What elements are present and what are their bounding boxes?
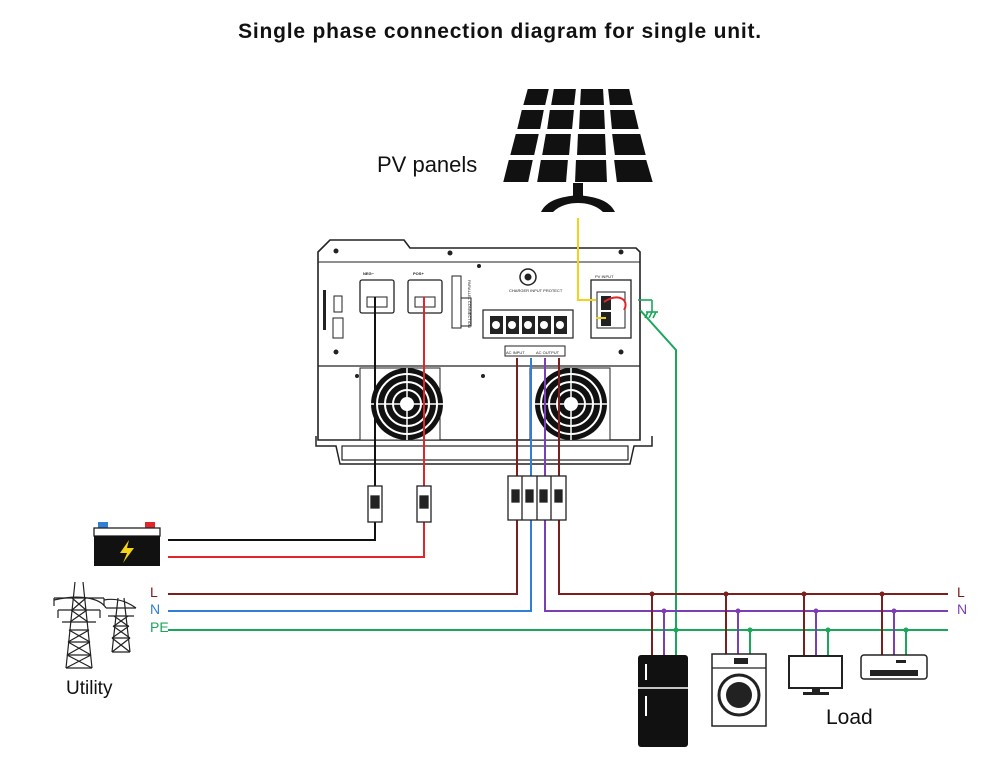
ac-breaker-icon (507, 475, 567, 521)
line-label-n-left: N (150, 601, 161, 617)
utility-tower-icon (53, 581, 137, 669)
battery-breaker-icon (367, 485, 432, 523)
page-title: Single phase connection diagram for sing… (238, 20, 762, 43)
pv-panels-label: PV panels (377, 152, 478, 177)
ac-input-label: AC INPUT (506, 350, 525, 355)
neg-terminal-label: NEG− (363, 271, 375, 276)
fan-right-icon (529, 367, 611, 441)
line-label-l-right: L (957, 584, 965, 600)
fan-left-icon (359, 367, 443, 441)
inverter-icon: NEG− POS+ PARALLEL CONNECTION CHARGER IN… (315, 239, 658, 465)
line-label-l-left: L (150, 584, 158, 600)
solar-panel-icon (500, 87, 656, 212)
load-label: Load (826, 706, 873, 729)
battery-icon (93, 522, 161, 566)
ac-output-label: AC OUTPUT (536, 350, 560, 355)
monitor-icon (788, 655, 843, 695)
refrigerator-icon (638, 655, 688, 747)
line-label-n-right: N (957, 601, 968, 617)
parallel-connection-label: PARALLEL CONNECTION (467, 280, 472, 328)
pos-terminal-label: POS+ (413, 271, 424, 276)
pv-input-label: PV INPUT (595, 274, 614, 279)
charger-protect-label: CHARGER INPUT PROTECT (509, 288, 563, 293)
washing-machine-icon (711, 653, 767, 727)
air-conditioner-icon (860, 654, 928, 680)
ground-icon (638, 299, 658, 319)
utility-label: Utility (66, 678, 113, 699)
line-label-pe-left: PE (150, 619, 169, 635)
